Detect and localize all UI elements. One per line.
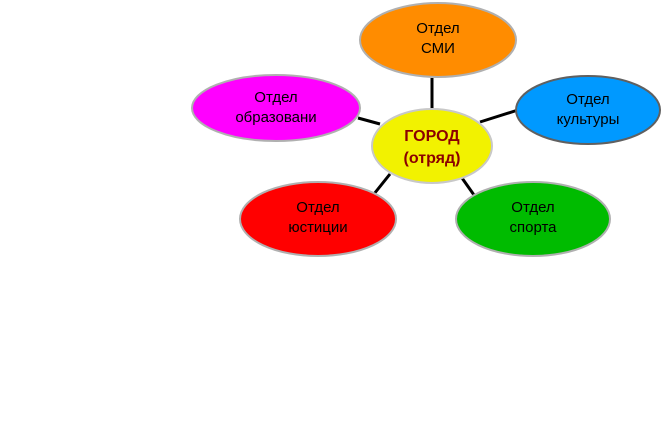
node-kultury-label-line1: Отдел [566,91,609,108]
node-smi: Отдел СМИ [359,2,517,78]
connector-sporta [460,177,476,196]
node-kultury-shape [515,75,661,145]
connector-yustitsii [372,173,392,195]
node-center-gorod: ГОРОД (отряд) [371,108,493,184]
node-smi-shape [359,2,517,78]
connectors [357,78,519,196]
node-center-label-line1: ГОРОД [404,128,460,145]
node-obrazovaniya: Отдел образовани [191,74,361,142]
node-obrazovaniya-label-line1: Отдел [254,89,297,106]
node-kultury-label-line2: культуры [557,111,620,128]
node-obrazovaniya-label-line2: образовани [235,109,316,126]
node-sporta-label-line1: Отдел [511,199,554,216]
node-center-label-line2: (отряд) [404,150,461,167]
connector-obrazovaniya [357,116,381,126]
node-sporta: Отдел спорта [455,181,611,257]
node-kultury: Отдел культуры [515,75,661,145]
node-smi-label-line2: СМИ [421,40,455,57]
node-yustitsii-label-line2: юстиции [288,219,347,236]
node-center-shape [371,108,493,184]
node-yustitsii-shape [239,181,397,257]
node-sporta-shape [455,181,611,257]
node-sporta-label-line2: спорта [509,219,557,236]
node-smi-label-line1: Отдел [416,20,459,37]
node-yustitsii-label-line1: Отдел [296,199,339,216]
node-obrazovaniya-shape [191,74,361,142]
node-yustitsii: Отдел юстиции [239,181,397,257]
connector-kultury [479,108,519,124]
